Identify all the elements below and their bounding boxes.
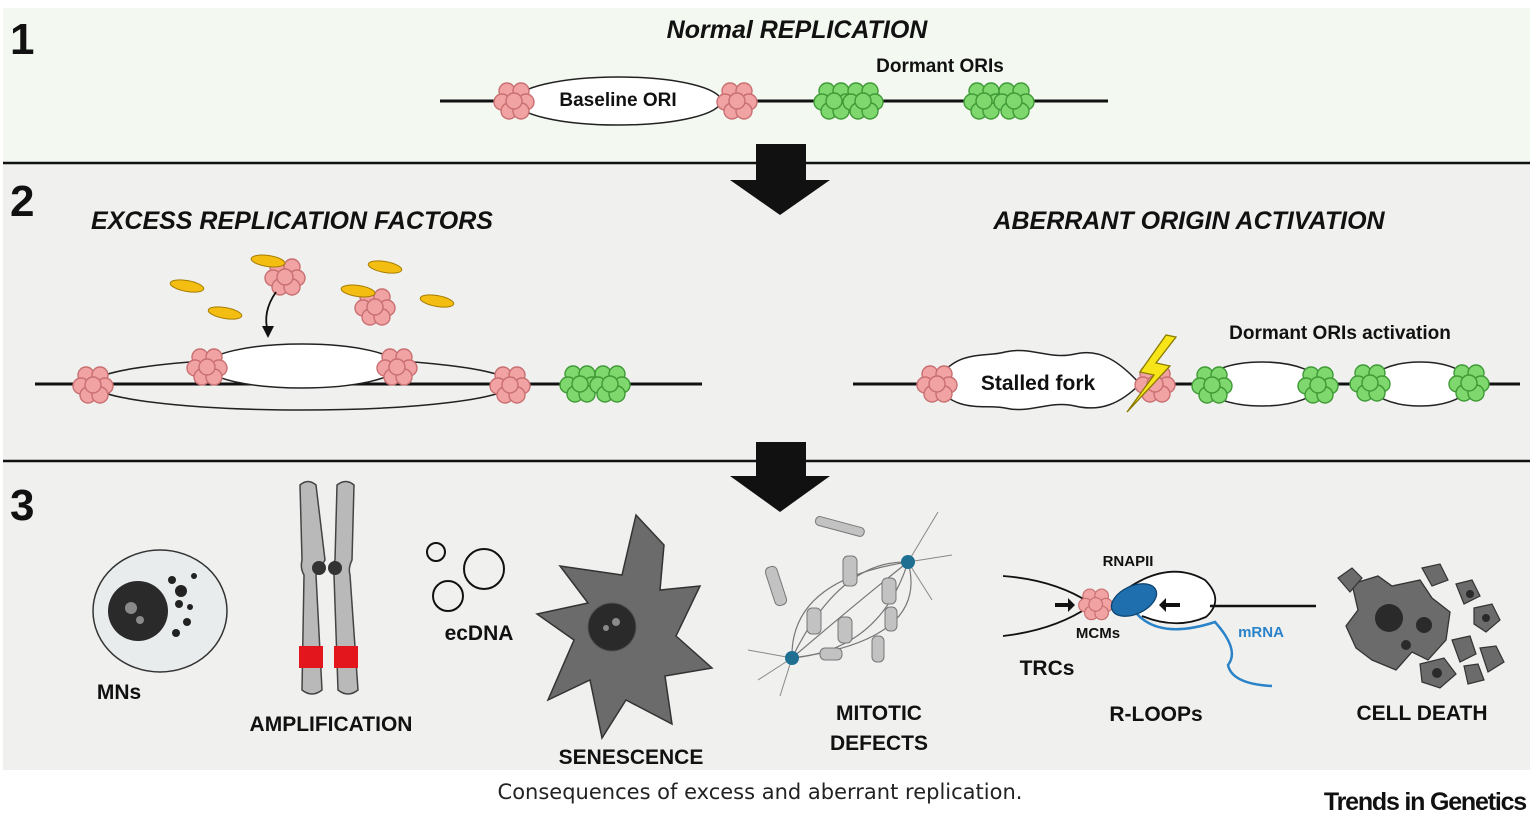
- dying-cell-icon: [1337, 563, 1505, 689]
- figure-caption: Consequences of excess and aberrant repl…: [497, 780, 1023, 804]
- panel-2-right-title: ABERRANT ORIGIN ACTIVATION: [992, 207, 1385, 235]
- panel-3-background: [3, 462, 1530, 770]
- replication-factor-icon: [250, 254, 286, 268]
- mcms-label: MCMs: [1076, 625, 1120, 642]
- replication-factor-icon: [367, 260, 403, 274]
- senescence-label: SENESCENCE: [559, 746, 704, 769]
- mitotic-spindle-icon: [747, 511, 953, 697]
- rnapii-label: RNAPII: [1103, 553, 1154, 570]
- micronuclei-cell-icon: [92, 549, 228, 673]
- panel-number-1: 1: [10, 15, 34, 64]
- dormant-oris-label: Dormant ORIs: [876, 56, 1004, 77]
- chromosome-icon: [299, 480, 359, 695]
- ecdna-circle-icon: [432, 580, 464, 612]
- replication-factor-icon: [419, 294, 455, 308]
- mitotic-label-line2: DEFECTS: [830, 732, 928, 755]
- mns-label: MNs: [97, 681, 141, 704]
- journal-logo: Trends in Genetics: [1323, 788, 1527, 816]
- senescent-cell-icon: [535, 513, 714, 740]
- down-arrow-1: [730, 144, 830, 215]
- r-loops-label: R-LOOPs: [1109, 703, 1202, 726]
- ecdna-circle-icon: [426, 542, 446, 562]
- replication-factor-icon: [169, 279, 205, 293]
- panel-2-left-title: EXCESS REPLICATION FACTORS: [91, 207, 493, 235]
- cell-death-label: CELL DEATH: [1356, 702, 1487, 725]
- ecdna-circle-icon: [463, 548, 505, 590]
- amplification-label: AMPLIFICATION: [250, 713, 413, 736]
- panel-number-2: 2: [10, 177, 34, 226]
- ecdna-label: ecDNA: [445, 622, 514, 645]
- baseline-ori-label: Baseline ORI: [559, 90, 676, 111]
- lightning-icon: [1126, 334, 1178, 413]
- panel-number-3: 3: [10, 481, 34, 530]
- dormant-oris-activation-label: Dormant ORIs activation: [1229, 323, 1451, 344]
- down-arrow-2: [730, 442, 830, 512]
- mrna-label: mRNA: [1238, 624, 1284, 641]
- replication-factor-icon: [340, 284, 376, 298]
- loading-arrowhead: [262, 326, 274, 338]
- nested-replication-bubble: [205, 343, 399, 389]
- transcription-replication-conflict-icon: [1002, 570, 1316, 688]
- trcs-label: TRCs: [1020, 657, 1075, 680]
- replication-factor-icon: [207, 306, 243, 320]
- stalled-fork-label: Stalled fork: [981, 372, 1096, 395]
- mitotic-label-line1: MITOTIC: [836, 702, 922, 725]
- panel-1-background: [3, 8, 1530, 162]
- panel-1-title: Normal REPLICATION: [667, 16, 929, 44]
- panel-2-background: [3, 164, 1530, 460]
